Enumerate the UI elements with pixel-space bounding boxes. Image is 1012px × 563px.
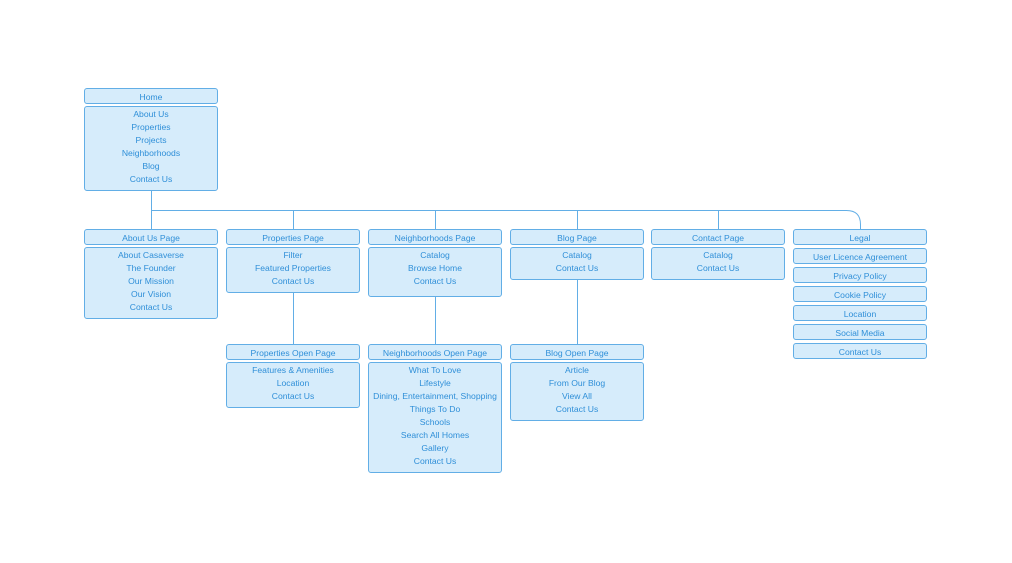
node-neighborhoods-page: Neighborhoods Page Catalog Browse Home C… — [368, 229, 502, 297]
node-properties-open-item: Contact Us — [271, 391, 315, 401]
node-legal-item: Privacy Policy — [793, 267, 927, 283]
node-blog-open-item: From Our Blog — [548, 378, 606, 388]
node-legal-item: Social Media — [793, 324, 927, 340]
node-properties-open-item: Location — [276, 378, 310, 388]
node-contact-item: Contact Us — [696, 263, 740, 273]
node-properties-item: Featured Properties — [255, 263, 331, 273]
node-legal-item: User Licence Agreement — [793, 248, 927, 264]
node-neighborhoods-item: Catalog — [420, 250, 450, 260]
node-home-item: Projects — [135, 135, 167, 145]
node-properties-open-title: Properties Open Page — [226, 344, 360, 360]
node-properties-page: Properties Page Filter Featured Properti… — [226, 229, 360, 293]
node-legal-item: Cookie Policy — [793, 286, 927, 302]
node-blog-title: Blog Page — [510, 229, 644, 245]
node-properties-item: Filter — [283, 250, 303, 260]
node-about-title: About Us Page — [84, 229, 218, 245]
node-neighborhoods-open-title: Neighborhoods Open Page — [368, 344, 502, 360]
node-blog-open-page: Blog Open Page Article From Our Blog Vie… — [510, 344, 644, 421]
node-contact-page: Contact Page Catalog Contact Us — [651, 229, 785, 280]
node-about-item: Contact Us — [129, 302, 173, 312]
node-blog-item: Catalog — [562, 250, 592, 260]
node-contact-items: Catalog Contact Us — [651, 247, 785, 280]
node-neighborhoods-open-item: Search All Homes — [400, 430, 470, 440]
node-blog-item: Contact Us — [555, 263, 599, 273]
node-about-item: The Founder — [126, 263, 176, 273]
connector-bus — [151, 210, 861, 229]
node-neighborhoods-open-item: Lifestyle — [419, 378, 451, 388]
node-legal-item: Contact Us — [793, 343, 927, 359]
node-home-item: Neighborhoods — [121, 148, 181, 158]
node-blog-items: Catalog Contact Us — [510, 247, 644, 280]
node-home-item: Contact Us — [129, 174, 173, 184]
node-neighborhoods-item: Browse Home — [408, 263, 462, 273]
node-properties-open-items: Features & Amenities Location Contact Us — [226, 362, 360, 408]
node-properties-title: Properties Page — [226, 229, 360, 245]
node-neighborhoods-open-items: What To Love Lifestyle Dining, Entertain… — [368, 362, 502, 473]
node-blog-open-title: Blog Open Page — [510, 344, 644, 360]
node-contact-title: Contact Page — [651, 229, 785, 245]
node-properties-item: Contact Us — [271, 276, 315, 286]
node-home: Home About Us Properties Projects Neighb… — [84, 88, 218, 191]
node-properties-open-item: Features & Amenities — [252, 365, 334, 375]
node-blog-open-item: View All — [562, 391, 592, 401]
node-neighborhoods-open-item: Schools — [419, 417, 451, 427]
node-neighborhoods-open-item: What To Love — [408, 365, 462, 375]
node-neighborhoods-open-page: Neighborhoods Open Page What To Love Lif… — [368, 344, 502, 473]
node-home-item: Blog — [142, 161, 160, 171]
node-home-title: Home — [84, 88, 218, 104]
node-about-items: About Casaverse The Founder Our Mission … — [84, 247, 218, 319]
node-home-items: About Us Properties Projects Neighborhoo… — [84, 106, 218, 191]
node-about-us-page: About Us Page About Casaverse The Founde… — [84, 229, 218, 319]
node-about-item: Our Vision — [131, 289, 171, 299]
node-legal-title: Legal — [793, 229, 927, 245]
node-properties-open-page: Properties Open Page Features & Amenitie… — [226, 344, 360, 408]
node-blog-open-item: Article — [565, 365, 589, 375]
node-blog-page: Blog Page Catalog Contact Us — [510, 229, 644, 280]
node-neighborhoods-open-item: Dining, Entertainment, Shopping — [373, 391, 497, 401]
node-neighborhoods-open-item: Things To Do — [409, 404, 461, 414]
node-about-item: About Casaverse — [118, 250, 184, 260]
node-properties-items: Filter Featured Properties Contact Us — [226, 247, 360, 293]
node-about-item: Our Mission — [128, 276, 174, 286]
node-home-item: Properties — [131, 122, 171, 132]
node-blog-open-item: Contact Us — [555, 404, 599, 414]
node-neighborhoods-open-item: Gallery — [421, 443, 449, 453]
node-contact-item: Catalog — [703, 250, 733, 260]
node-neighborhoods-items: Catalog Browse Home Contact Us — [368, 247, 502, 297]
node-blog-open-items: Article From Our Blog View All Contact U… — [510, 362, 644, 421]
node-legal-item: Location — [793, 305, 927, 321]
node-neighborhoods-item: Contact Us — [413, 276, 457, 286]
node-neighborhoods-open-item: Contact Us — [413, 456, 457, 466]
node-home-item: About Us — [133, 109, 169, 119]
node-legal: Legal User Licence Agreement Privacy Pol… — [793, 229, 927, 359]
node-neighborhoods-title: Neighborhoods Page — [368, 229, 502, 245]
